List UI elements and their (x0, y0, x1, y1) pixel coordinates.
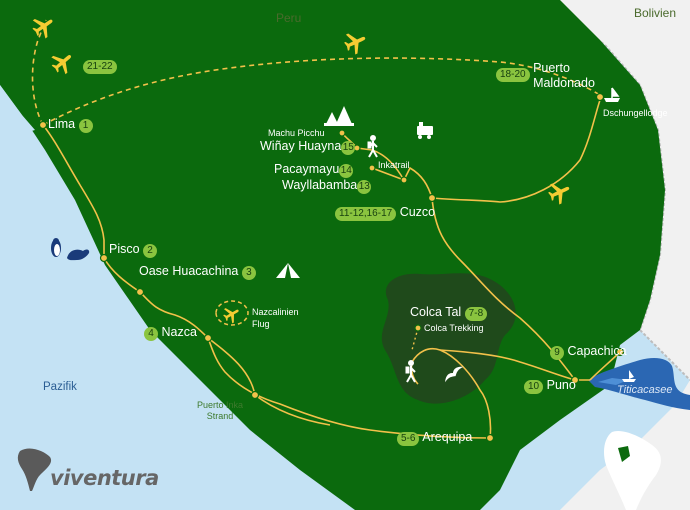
peru-land (0, 0, 665, 510)
nazca-flight-loop (215, 300, 249, 326)
day-badge: 18-20 (496, 68, 530, 82)
train-icon (417, 122, 433, 139)
flight-days-badge[interactable]: 21-22 (83, 56, 117, 74)
boat-icon (604, 87, 620, 102)
lima-dot[interactable] (38, 120, 48, 130)
place-pisco[interactable]: Pisco 2 (109, 242, 158, 258)
bolivia-land (525, 0, 690, 510)
place-name: Arequipa (422, 430, 473, 444)
puerto-inka-label[interactable]: Puerto Inka Strand (196, 400, 244, 421)
place-name: Lima (48, 117, 76, 131)
arequipa-dot[interactable] (485, 433, 495, 443)
sea-label-pazifik: Pazifik (43, 381, 77, 393)
place-huacachina[interactable]: Oase Huacachina 3 (139, 264, 256, 280)
lake-label-titicacasee: Titicacasee (617, 384, 673, 396)
place-name: Oase Huacachina (139, 264, 239, 278)
place-pacaymayu[interactable]: Pacaymayu14 (274, 162, 354, 178)
day-badge: 7-8 (464, 307, 488, 321)
viventura-logo: viventura (50, 466, 159, 490)
machu-picchu-dot[interactable] (338, 129, 346, 137)
place-name: Wayllabamba (282, 178, 358, 192)
ruins-icon (324, 106, 354, 126)
puerto-maldonado-dot[interactable] (595, 92, 605, 102)
place-name: Nazca (161, 325, 197, 339)
day-badge: 5-6 (397, 432, 420, 446)
huacachina-dot[interactable] (135, 287, 145, 297)
logo-continent-icon (17, 448, 52, 491)
inkatrail-label[interactable]: Inkatrail (378, 160, 410, 170)
place-puno[interactable]: 10 Puno (524, 378, 576, 394)
hiker-icon (405, 360, 416, 383)
dschungellodge-label[interactable]: Dschungellodge (603, 108, 668, 118)
day-badge: 1 (78, 119, 93, 133)
penguin-icon (51, 238, 61, 257)
day-badge: 15 (341, 141, 356, 155)
place-name: Pisco (109, 242, 140, 256)
seal-icon (67, 249, 90, 261)
place-arequipa[interactable]: 5-6 Arequipa (397, 430, 472, 446)
south-america-inset (604, 430, 661, 510)
place-name: Puerto Maldonado (533, 61, 595, 90)
day-badge: 2 (143, 244, 158, 258)
place-name: Cuzco (399, 205, 436, 219)
place-name: Colca Tal (410, 305, 462, 319)
place-capachica[interactable]: 9 Capachica (550, 344, 627, 360)
place-winay-huayna[interactable]: Wiñay Huayna15 (260, 139, 356, 155)
day-badge: 13 (357, 180, 372, 194)
pacaymayu-dot[interactable] (368, 164, 376, 172)
day-badge: 11-12,16-17 (335, 207, 397, 221)
place-name: Capachica (567, 344, 627, 358)
place-puerto-maldonado[interactable]: 18-20 Puerto Maldonado (496, 61, 607, 91)
country-label-bolivien: Bolivien (634, 6, 677, 20)
place-colca[interactable]: Colca Tal 7-8 (410, 305, 488, 321)
puno-dot[interactable] (570, 375, 580, 385)
cuzco-dot[interactable] (427, 193, 437, 203)
place-name: Wiñay Huayna (260, 139, 342, 153)
place-lima[interactable]: Lima 1 (48, 117, 93, 133)
pisco-dot[interactable] (99, 253, 109, 263)
day-badge: 4 (144, 327, 158, 341)
day-badge: 14 (339, 164, 354, 178)
place-wayllabamba[interactable]: Wayllabamba13 (282, 178, 372, 194)
capachica-dot[interactable] (615, 347, 625, 357)
country-label-peru: Peru (276, 11, 302, 25)
nazca-dot[interactable] (203, 333, 213, 343)
condor-icon (445, 366, 464, 383)
place-nazca[interactable]: 4 Nazca (144, 325, 197, 341)
day-badge: 3 (241, 266, 256, 280)
place-name: Puno (546, 378, 576, 392)
day-badge: 9 (550, 346, 564, 360)
day-badge: 10 (524, 380, 544, 394)
place-name: Pacaymayu (274, 162, 340, 176)
colca-trekking-dot[interactable] (414, 324, 422, 332)
wayllabamba-dot[interactable] (400, 176, 408, 184)
machu-picchu-label[interactable]: Machu Picchu (268, 128, 325, 138)
colca-trekking-label[interactable]: Colca Trekking (424, 323, 484, 333)
boat-icon (622, 370, 636, 382)
place-cuzco[interactable]: 11-12,16-17 Cuzco (335, 205, 435, 221)
hiker-icon (367, 135, 378, 158)
tent-icon (276, 263, 300, 278)
puerto-inka-dot[interactable] (250, 390, 260, 400)
lake-titicaca (588, 358, 690, 410)
nazca-flight-label[interactable]: Nazcalinien Flug (252, 307, 299, 329)
